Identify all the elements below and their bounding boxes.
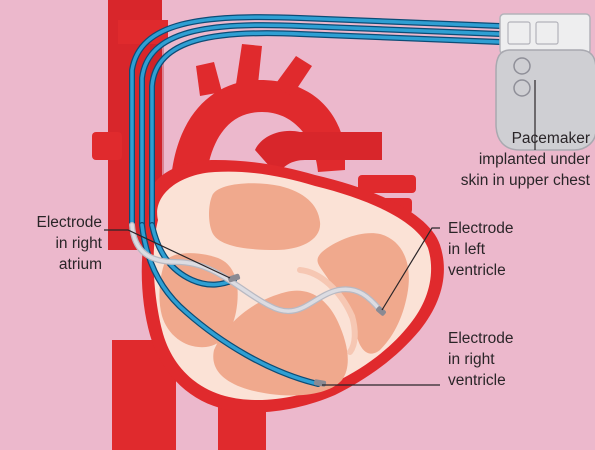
label-pacemaker: Pacemaker implanted under skin in upper … (432, 128, 590, 191)
label-electrode-left-ventricle: Electrode in left ventricle (448, 218, 568, 281)
label-electrode-right-ventricle: Electrode in right ventricle (448, 328, 568, 391)
brachiocephalic-artery (196, 62, 222, 96)
pacemaker-connector-block (500, 14, 590, 54)
label-electrode-right-atrium: Electrode in right atrium (6, 212, 102, 275)
left-vessel-branch (92, 132, 122, 160)
carotid-artery (236, 44, 262, 84)
